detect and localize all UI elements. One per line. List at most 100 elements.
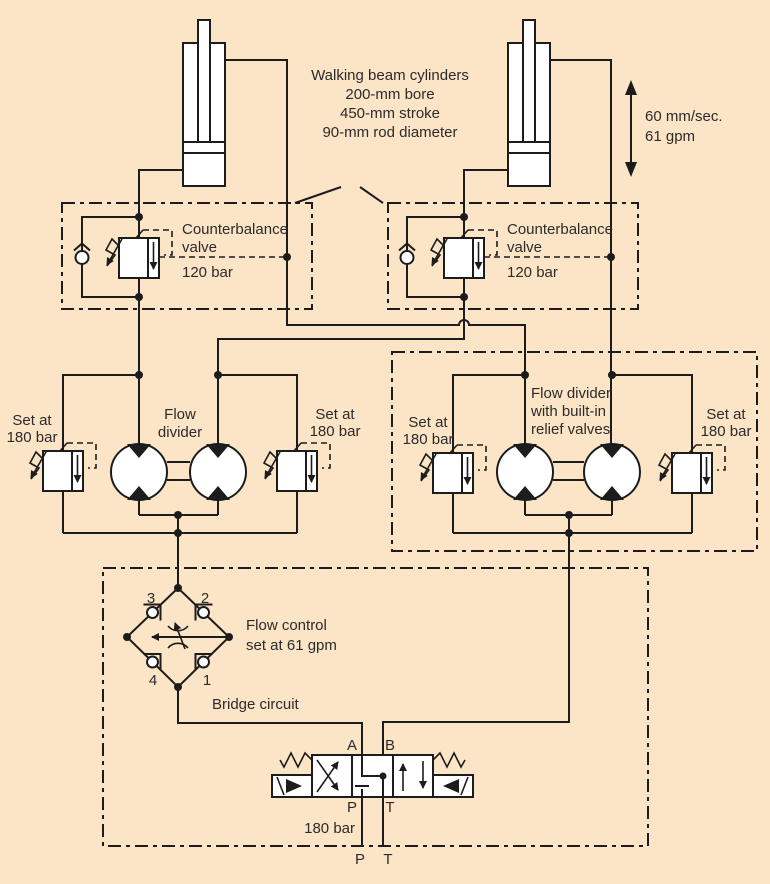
cylinder-spec-note: Walking beam cylinders 200-mm bore 450-m… — [311, 67, 469, 141]
cylinder-note-line2: 200-mm bore — [345, 86, 434, 103]
left-solenoid — [271, 751, 313, 798]
left-counterbalance-assembly: Counterbalance valve 120 bar — [73, 216, 288, 298]
check-number-3: 3 — [147, 590, 155, 607]
relief-setting-line1: Set at — [706, 406, 746, 423]
bridge-circuit-box — [102, 567, 649, 847]
bypass-line — [406, 216, 464, 298]
flow-control-label-line2: set at 61 gpm — [246, 637, 337, 654]
left-cylinder — [182, 19, 226, 187]
junction-dot — [135, 371, 143, 379]
check-number-2: 2 — [201, 590, 209, 607]
check-number-4: 4 — [149, 672, 157, 689]
flow-divider-label-line2: with built-in — [530, 403, 606, 420]
relief-valve-symbol — [420, 445, 486, 493]
junction-dot — [135, 293, 143, 301]
spring-icon — [432, 751, 466, 769]
cylinder-piston — [507, 141, 551, 154]
junction-dot — [283, 253, 291, 261]
junction-dots — [123, 213, 616, 691]
flow-divider-label-line1: Flow divider — [531, 385, 611, 402]
port-t-label: T — [385, 799, 394, 816]
counterbalance-label-line2: valve — [182, 239, 217, 256]
junction-dot — [174, 683, 182, 691]
flow-control-symbol — [167, 622, 189, 650]
supply-t-label: T — [383, 851, 392, 868]
right-flow-divider-group: Flow divider with built-in relief valves… — [403, 385, 752, 501]
valve-center-position — [355, 755, 387, 797]
line-right-cap-to-left-divider — [217, 169, 508, 444]
valve-left-position-crossed-arrows — [316, 759, 339, 793]
cylinder-rod — [197, 19, 211, 143]
line-bridge-to-valve-a — [177, 687, 363, 755]
relief-setting-line2: 180 bar — [403, 431, 454, 448]
relief-setting-line2: 180 bar — [310, 423, 361, 440]
relief-valve-symbol — [659, 445, 725, 493]
counterbalance-valve-symbol — [106, 230, 172, 278]
counterbalance-pressure-label: 120 bar — [507, 264, 558, 281]
flow-divider-motor-icon — [496, 443, 554, 501]
counterbalance-label-line1: Counterbalance — [507, 221, 613, 238]
junction-dot — [123, 633, 131, 641]
junction-dot — [135, 213, 143, 221]
left-counterbalance-box — [61, 202, 313, 310]
relief-setting-line2: 180 bar — [701, 423, 752, 440]
line-right-rod-to-right-divider — [550, 59, 612, 444]
junction-dot — [608, 371, 616, 379]
line-left-cap-to-left-divider — [138, 169, 183, 444]
supply-p-label: P — [355, 851, 365, 868]
check-number-1: 1 — [203, 672, 211, 689]
left-flow-divider-group: Flow divider Set at 180 bar Set at 180 b… — [7, 406, 361, 501]
junction-dot — [174, 584, 182, 592]
bypass-line — [81, 216, 139, 298]
port-p-label: P — [347, 799, 357, 816]
bridge-check-valves — [143, 603, 213, 670]
directional-valve: A B P T 180 bar P T — [271, 737, 474, 868]
line-right-divider-to-valve-b — [382, 515, 570, 755]
motor-coupling-lines — [167, 461, 190, 481]
counterbalance-valve-symbol — [431, 230, 497, 278]
flow-divider-motor-icon — [583, 443, 641, 501]
junction-dot — [174, 511, 182, 519]
valve-pressure-label: 180 bar — [304, 820, 355, 837]
spring-icon — [279, 751, 313, 769]
check-valve-4-icon — [146, 655, 159, 669]
flow-divider-motor-icon — [110, 443, 168, 501]
relief-valve-symbol — [264, 443, 330, 491]
bridge-circuit-group: 3 2 4 1 Flow control set at 61 gpm Bridg… — [125, 586, 337, 713]
check-valve-3-icon — [146, 606, 159, 619]
cylinder-note-line1: Walking beam cylinders — [311, 67, 469, 84]
motor-coupling-lines — [553, 461, 584, 481]
counterbalance-label-line2: valve — [507, 239, 542, 256]
bridge-circuit-label: Bridge circuit — [212, 696, 300, 713]
solenoid-triangle-icon — [286, 779, 302, 793]
check-valve-1-icon — [197, 655, 210, 669]
port-a-label: A — [347, 737, 357, 754]
relief-setting-line1: Set at — [315, 406, 355, 423]
junction-dot — [607, 253, 615, 261]
flow-divider-label-line3: relief valves — [531, 421, 610, 438]
dashed-enclosures — [61, 202, 758, 847]
cylinder-note-line3: 450-mm stroke — [340, 105, 440, 122]
counterbalance-pressure-label: 120 bar — [182, 264, 233, 281]
junction-dot — [565, 511, 573, 519]
counterbalance-label-line1: Counterbalance — [182, 221, 288, 238]
flow-divider-label-line2: divider — [158, 424, 202, 441]
right-cylinder — [507, 19, 551, 187]
junction-dot — [460, 213, 468, 221]
relief-setting-line1: Set at — [12, 412, 52, 429]
speed-note-line2: 61 gpm — [645, 128, 695, 145]
check-valve-2-icon — [197, 606, 210, 619]
speed-note-line1: 60 mm/sec. — [645, 108, 723, 125]
valve-p-t-lines — [361, 797, 384, 845]
flow-divider-motor-icon — [189, 443, 247, 501]
double-arrow-icon — [625, 80, 637, 177]
right-solenoid — [432, 751, 474, 798]
right-counterbalance-box — [387, 202, 639, 310]
speed-annotation: 60 mm/sec. 61 gpm — [625, 80, 723, 177]
relief-setting-line2: 180 bar — [7, 429, 58, 446]
junction-dot — [225, 633, 233, 641]
right-flow-divider-box — [391, 351, 758, 552]
cylinder-note-line4: 90-mm rod diameter — [322, 124, 457, 141]
